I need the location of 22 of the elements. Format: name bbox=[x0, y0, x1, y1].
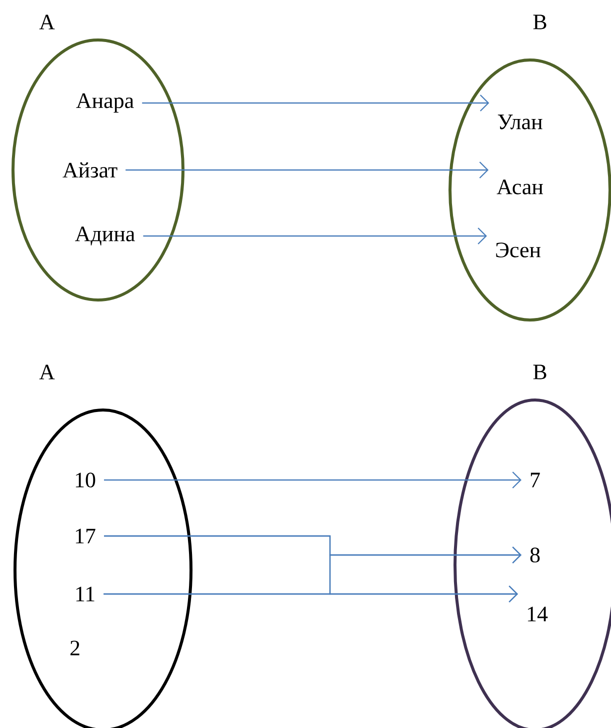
element-label: 2 bbox=[70, 640, 80, 656]
element-label: Улан bbox=[498, 114, 542, 130]
node-label: A bbox=[39, 364, 55, 380]
element-label: 8 bbox=[530, 548, 540, 562]
element-label: 17 bbox=[76, 528, 96, 544]
arrow bbox=[143, 228, 487, 244]
arrow bbox=[104, 472, 522, 488]
element-label: Асан bbox=[496, 180, 543, 194]
arrow bbox=[104, 586, 518, 602]
element-label: 14 bbox=[528, 606, 548, 622]
element-label: Адина bbox=[75, 226, 135, 246]
element-label: 10 bbox=[76, 472, 96, 488]
node-label: A bbox=[39, 14, 55, 30]
node-label: B bbox=[533, 364, 546, 380]
element-label: Анара bbox=[76, 93, 134, 113]
element-label: Эсен bbox=[496, 242, 541, 258]
element-label: 11 bbox=[76, 586, 94, 602]
arrow bbox=[126, 162, 489, 178]
element-label: Айзат bbox=[62, 162, 118, 178]
arrow bbox=[142, 94, 490, 112]
element-label: 7 bbox=[530, 472, 540, 488]
node-label: B bbox=[533, 14, 546, 30]
